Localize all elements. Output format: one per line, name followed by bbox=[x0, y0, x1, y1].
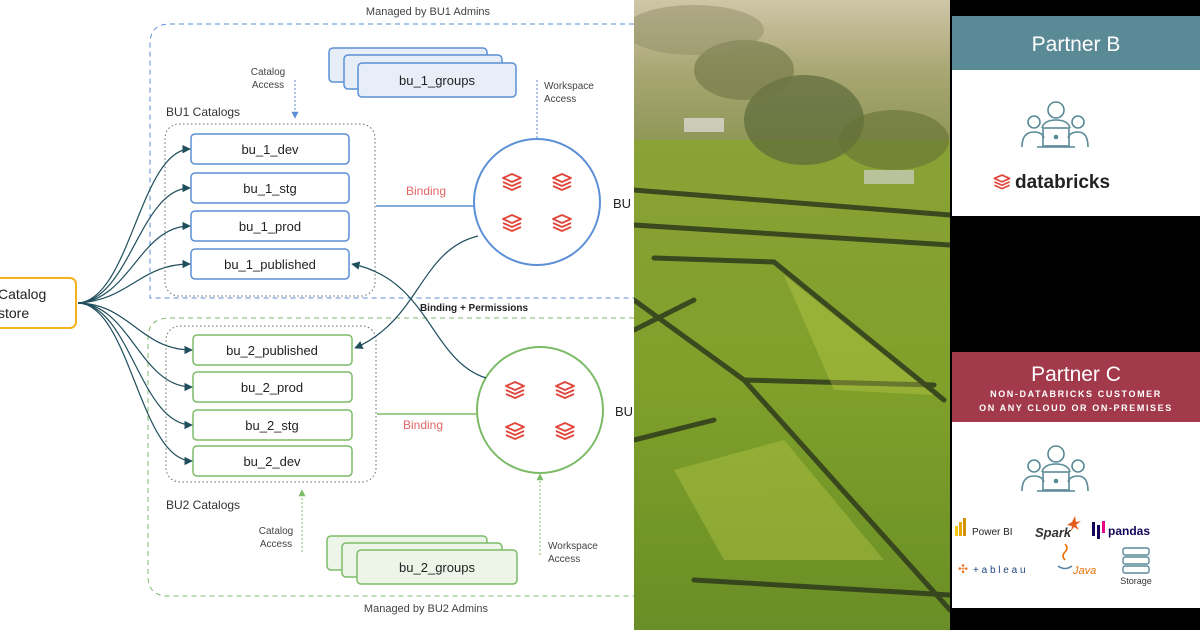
bu2-groups-stack[interactable]: bu_2_groups bbox=[326, 535, 518, 585]
bu2-catalog-published[interactable]: bu_2_published bbox=[192, 334, 353, 366]
partner-c-header bbox=[952, 352, 1200, 422]
pandas-logo: pandas bbox=[1092, 521, 1150, 539]
users-icon bbox=[1021, 445, 1089, 492]
bu2-workspace-access-label: Workspace bbox=[548, 541, 598, 552]
bu2-workspace-access-label: Access bbox=[548, 554, 580, 565]
tool-label: Java bbox=[1072, 565, 1096, 577]
catalog-label: bu_2_stg bbox=[245, 418, 299, 433]
bu2-workspace-label: BU bbox=[615, 404, 633, 419]
bu1-admin-zone bbox=[149, 23, 634, 299]
landscape-canvas bbox=[634, 0, 950, 630]
partner-c-card bbox=[952, 422, 1200, 608]
metastore-label-line2: store bbox=[0, 305, 29, 321]
partners-panel: Partner B databricks Partner C NON-DATAB… bbox=[950, 0, 1200, 630]
bu2-groups-label: bu_2_groups bbox=[399, 560, 475, 575]
metastore-label-line1: Catalog bbox=[0, 286, 46, 302]
bu1-groups-stack[interactable]: bu_1_groups bbox=[328, 47, 517, 98]
bu2-catalogs-container bbox=[165, 325, 377, 483]
bu2-catalog-stg[interactable]: bu_2_stg bbox=[192, 409, 353, 441]
bu1-workspace-access-label: Access bbox=[544, 94, 576, 105]
bu2-admin-label: Managed by BU2 Admins bbox=[364, 603, 489, 615]
bu1-workspace-access-label: Workspace bbox=[544, 81, 594, 92]
bu1-catalog-access-label: Access bbox=[252, 80, 284, 91]
tool-label: + a b l e a u bbox=[973, 565, 1026, 576]
metastore-box bbox=[0, 277, 77, 329]
bu1-workspace[interactable] bbox=[473, 138, 601, 266]
catalog-label: bu_1_published bbox=[224, 257, 316, 272]
tableau-cross-icon: ✣ bbox=[958, 562, 968, 576]
bu1-catalog-prod[interactable]: bu_1_prod bbox=[190, 210, 350, 242]
tool-label: Storage bbox=[1120, 576, 1152, 586]
bu2-admin-zone bbox=[147, 317, 634, 597]
java-logo: Java bbox=[1057, 543, 1096, 577]
tool-label: Power BI bbox=[972, 527, 1013, 538]
partner-c-title: Partner C bbox=[1031, 363, 1121, 386]
tableau-logo: ✣ + a b l e a u bbox=[958, 562, 1026, 576]
bu1-catalog-access-label: Catalog bbox=[251, 67, 285, 78]
powerbi-logo: Power BI bbox=[955, 518, 1013, 538]
partners-canvas: Partner B databricks Partner C NON-DATAB… bbox=[952, 16, 1200, 608]
bu2-catalog-access-label: Catalog bbox=[259, 526, 293, 537]
catalog-label: bu_1_stg bbox=[243, 181, 297, 196]
bu2-catalog-access-label: Access bbox=[260, 539, 292, 550]
bu2-binding-label: Binding bbox=[403, 418, 443, 432]
tool-label: Spark bbox=[1035, 525, 1072, 540]
users-icon bbox=[1021, 101, 1089, 148]
catalog-label: bu_2_published bbox=[226, 343, 318, 358]
bu1-catalog-dev[interactable]: bu_1_dev bbox=[190, 133, 350, 165]
catalog-label: bu_2_dev bbox=[243, 454, 301, 469]
catalog-label: bu_1_dev bbox=[241, 142, 299, 157]
metastore-fanout-arrows bbox=[77, 144, 193, 466]
bu1-catalogs-container bbox=[164, 123, 376, 297]
bu2-to-bu1-published-arrow bbox=[351, 261, 487, 379]
bu1-workspace-label: BU bbox=[613, 196, 631, 211]
databricks-logo: databricks bbox=[993, 172, 1110, 193]
tool-label: pandas bbox=[1108, 524, 1150, 538]
partner-b-title: Partner B bbox=[1032, 33, 1121, 56]
catalog-label: bu_1_prod bbox=[239, 219, 301, 234]
bu2-catalog-prod[interactable]: bu_2_prod bbox=[192, 371, 353, 403]
partner-c-subtitle-2: ON ANY CLOUD OR ON-PREMISES bbox=[979, 403, 1173, 413]
cross-binding-label: Binding + Permissions bbox=[420, 303, 529, 314]
bu1-catalogs-title: BU1 Catalogs bbox=[166, 105, 240, 119]
bu2-catalog-dev[interactable]: bu_2_dev bbox=[192, 445, 353, 477]
catalog-architecture-diagram: Managed by BU1 Admins Managed by BU2 Adm… bbox=[0, 6, 634, 615]
bu2-workspace[interactable] bbox=[476, 346, 604, 474]
spark-star-icon bbox=[1067, 516, 1081, 531]
bu1-binding-label: Binding bbox=[406, 184, 446, 198]
java-steam-icon bbox=[1062, 543, 1068, 561]
landscape-photo bbox=[634, 0, 950, 630]
storage-logo: Storage bbox=[1120, 547, 1152, 586]
bu1-catalog-published[interactable]: bu_1_published bbox=[190, 248, 350, 280]
databricks-brand-text: databricks bbox=[1015, 172, 1110, 193]
bu1-admin-label: Managed by BU1 Admins bbox=[366, 6, 491, 18]
partner-b-header bbox=[952, 16, 1200, 70]
bu2-catalogs-title: BU2 Catalogs bbox=[166, 498, 240, 512]
partner-b-card bbox=[952, 70, 1200, 216]
catalog-label: bu_2_prod bbox=[241, 380, 303, 395]
diagram-canvas: Managed by BU1 Admins Managed by BU2 Adm… bbox=[0, 6, 634, 615]
spark-logo: Spark bbox=[1035, 516, 1081, 540]
partner-c-subtitle-1: NON-DATABRICKS CUSTOMER bbox=[990, 389, 1162, 399]
bu1-groups-label: bu_1_groups bbox=[399, 73, 475, 88]
bu1-to-bu2-published-arrow bbox=[354, 235, 479, 349]
bu1-catalog-stg[interactable]: bu_1_stg bbox=[190, 172, 350, 204]
java-cup-icon bbox=[1057, 565, 1073, 570]
